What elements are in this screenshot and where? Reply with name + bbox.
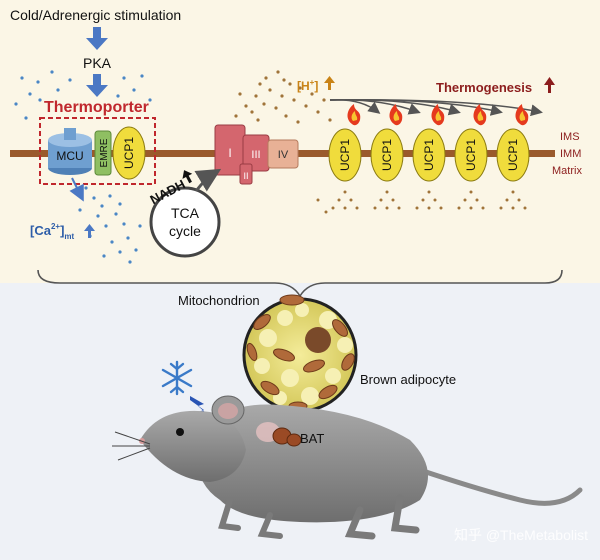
proton-label: [H+] [297, 78, 318, 93]
watermark: 知乎 @TheMetabolist [454, 527, 588, 543]
complex-2-label: II [243, 171, 248, 181]
thermoporter-box [39, 117, 156, 185]
complex-3-label: III [251, 149, 260, 161]
matrix-label: Matrix [552, 165, 582, 177]
mcu-channel [48, 128, 92, 175]
stimulus-arrow [86, 27, 108, 50]
tca-label-line2: cycle [169, 223, 201, 239]
stimulus-label: Cold/Adrenergic stimulation [10, 7, 181, 23]
imm-label: IMM [560, 148, 581, 160]
thermoporter-label: Thermoporter [44, 99, 149, 116]
complex-4 [267, 139, 299, 169]
mouse-illustration [112, 395, 583, 540]
brown-adipocyte-label: Brown adipocyte [360, 372, 456, 387]
proton-cloud [234, 70, 332, 124]
ucp1-channel-5: UCP1 [496, 128, 530, 182]
snowflake-icon [161, 360, 193, 396]
tca-cycle [149, 186, 221, 258]
nadh-arrow [194, 168, 222, 192]
ucp1-thermoporter [112, 126, 146, 180]
ucp1-channel-4: UCP1 [454, 128, 488, 182]
svg-text:UCP1: UCP1 [422, 139, 436, 171]
svg-text:UCP1: UCP1 [380, 139, 394, 171]
mcu-label: MCU [56, 149, 83, 163]
ucp1-channel-2: UCP1 [370, 128, 404, 182]
emre-label: EMRE [99, 138, 110, 167]
nucleus [305, 327, 331, 353]
bat-depot [256, 422, 302, 447]
thermogenesis-up-arrow-icon [544, 77, 555, 93]
svg-text:UCP1: UCP1 [338, 139, 352, 171]
mitochondrion-label: Mitochondrion [178, 293, 260, 308]
ucp1-channel-3: UCP1 [412, 128, 446, 182]
svg-text:UCP1: UCP1 [464, 139, 478, 171]
bat-label: BAT [300, 431, 324, 446]
matrix-proton-dots [316, 190, 527, 214]
complex-4-label: IV [278, 149, 289, 161]
thermogenesis-label: Thermogenesis [436, 80, 532, 95]
complex-2 [239, 163, 253, 185]
flame-icon [347, 104, 529, 126]
calcium-mt-label: [Ca2+]mt [30, 222, 75, 241]
ucp1-label-thermoporter: UCP1 [122, 137, 136, 169]
pka-arrow [86, 74, 108, 97]
tca-label-line1: TCA [171, 205, 200, 221]
calcium-influx-arrow [69, 177, 84, 202]
proton-up-arrow-icon [324, 76, 335, 90]
up-arrow-icon [84, 224, 95, 238]
pka-label: PKA [83, 55, 112, 71]
ucp1-channel-1: UCP1 [328, 128, 362, 182]
lightning-icon [190, 396, 214, 420]
emre-protein [94, 130, 112, 176]
svg-text:UCP1: UCP1 [506, 139, 520, 171]
nadh-up-arrow-icon [182, 170, 193, 184]
complex-1-label: I [228, 146, 231, 160]
ims-label: IMS [560, 131, 580, 143]
